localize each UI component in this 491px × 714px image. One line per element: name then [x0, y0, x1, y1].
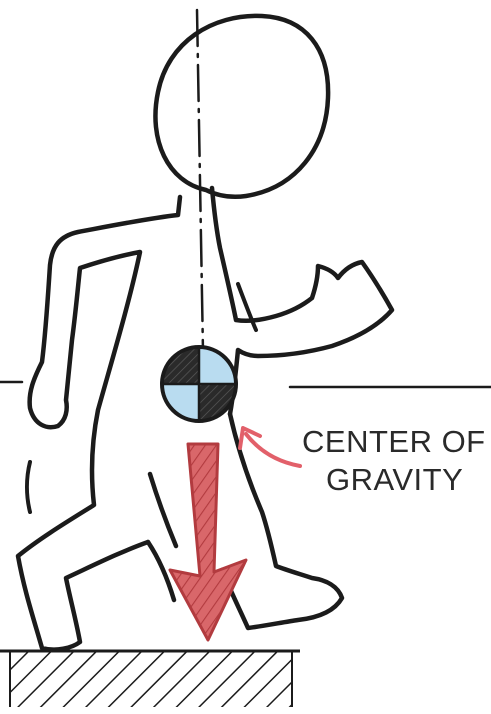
figure-back-leg: [148, 474, 176, 600]
center-of-gravity-symbol: [162, 347, 236, 421]
figure-head: [155, 16, 328, 197]
down-arrow-icon: [170, 444, 246, 640]
annotation-line-1: CENTER OF: [302, 424, 486, 459]
figure-front-arm: [212, 188, 392, 414]
annotation-line-2: GRAVITY: [326, 462, 463, 497]
figure-back: [18, 197, 180, 650]
vertical-center-line: [197, 10, 203, 352]
ground: [0, 651, 300, 707]
curved-pointer-arrow-icon: [240, 428, 300, 466]
